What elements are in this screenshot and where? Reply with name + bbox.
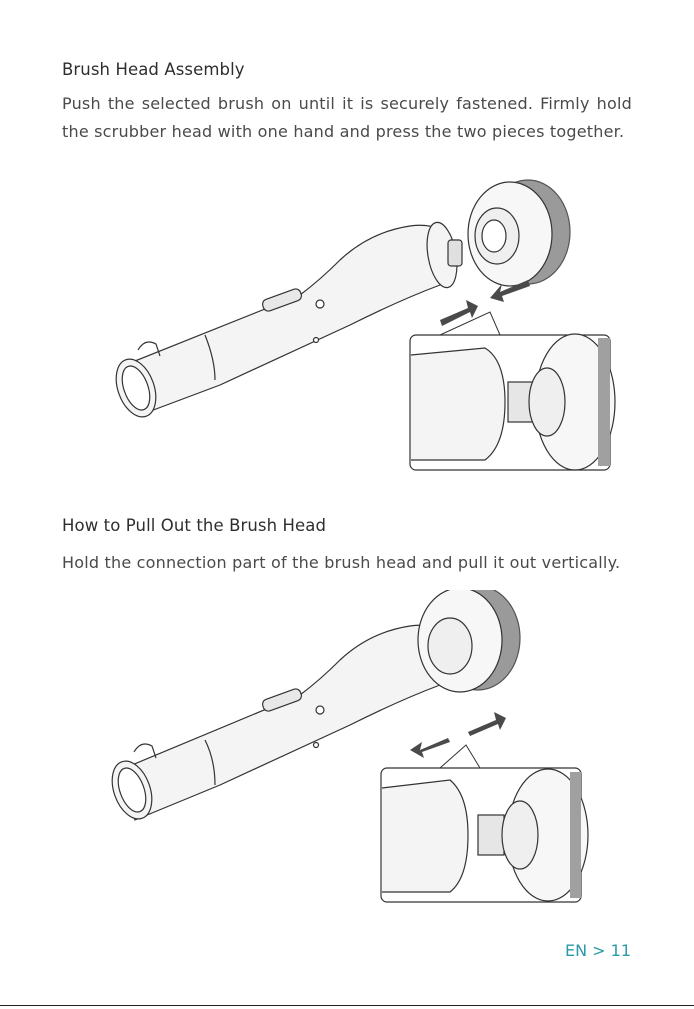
section-heading-assembly: Brush Head Assembly: [62, 60, 245, 79]
brush-attach-illustration: [0, 160, 694, 480]
bottom-divider: [0, 1005, 694, 1006]
section-body-assembly: Push the selected brush on until it is s…: [62, 90, 632, 146]
brush-detach-illustration: [0, 590, 694, 910]
page-number: EN > 11: [565, 941, 631, 960]
section-body-removal: Hold the connection part of the brush he…: [62, 549, 632, 577]
section-heading-removal: How to Pull Out the Brush Head: [62, 516, 326, 535]
